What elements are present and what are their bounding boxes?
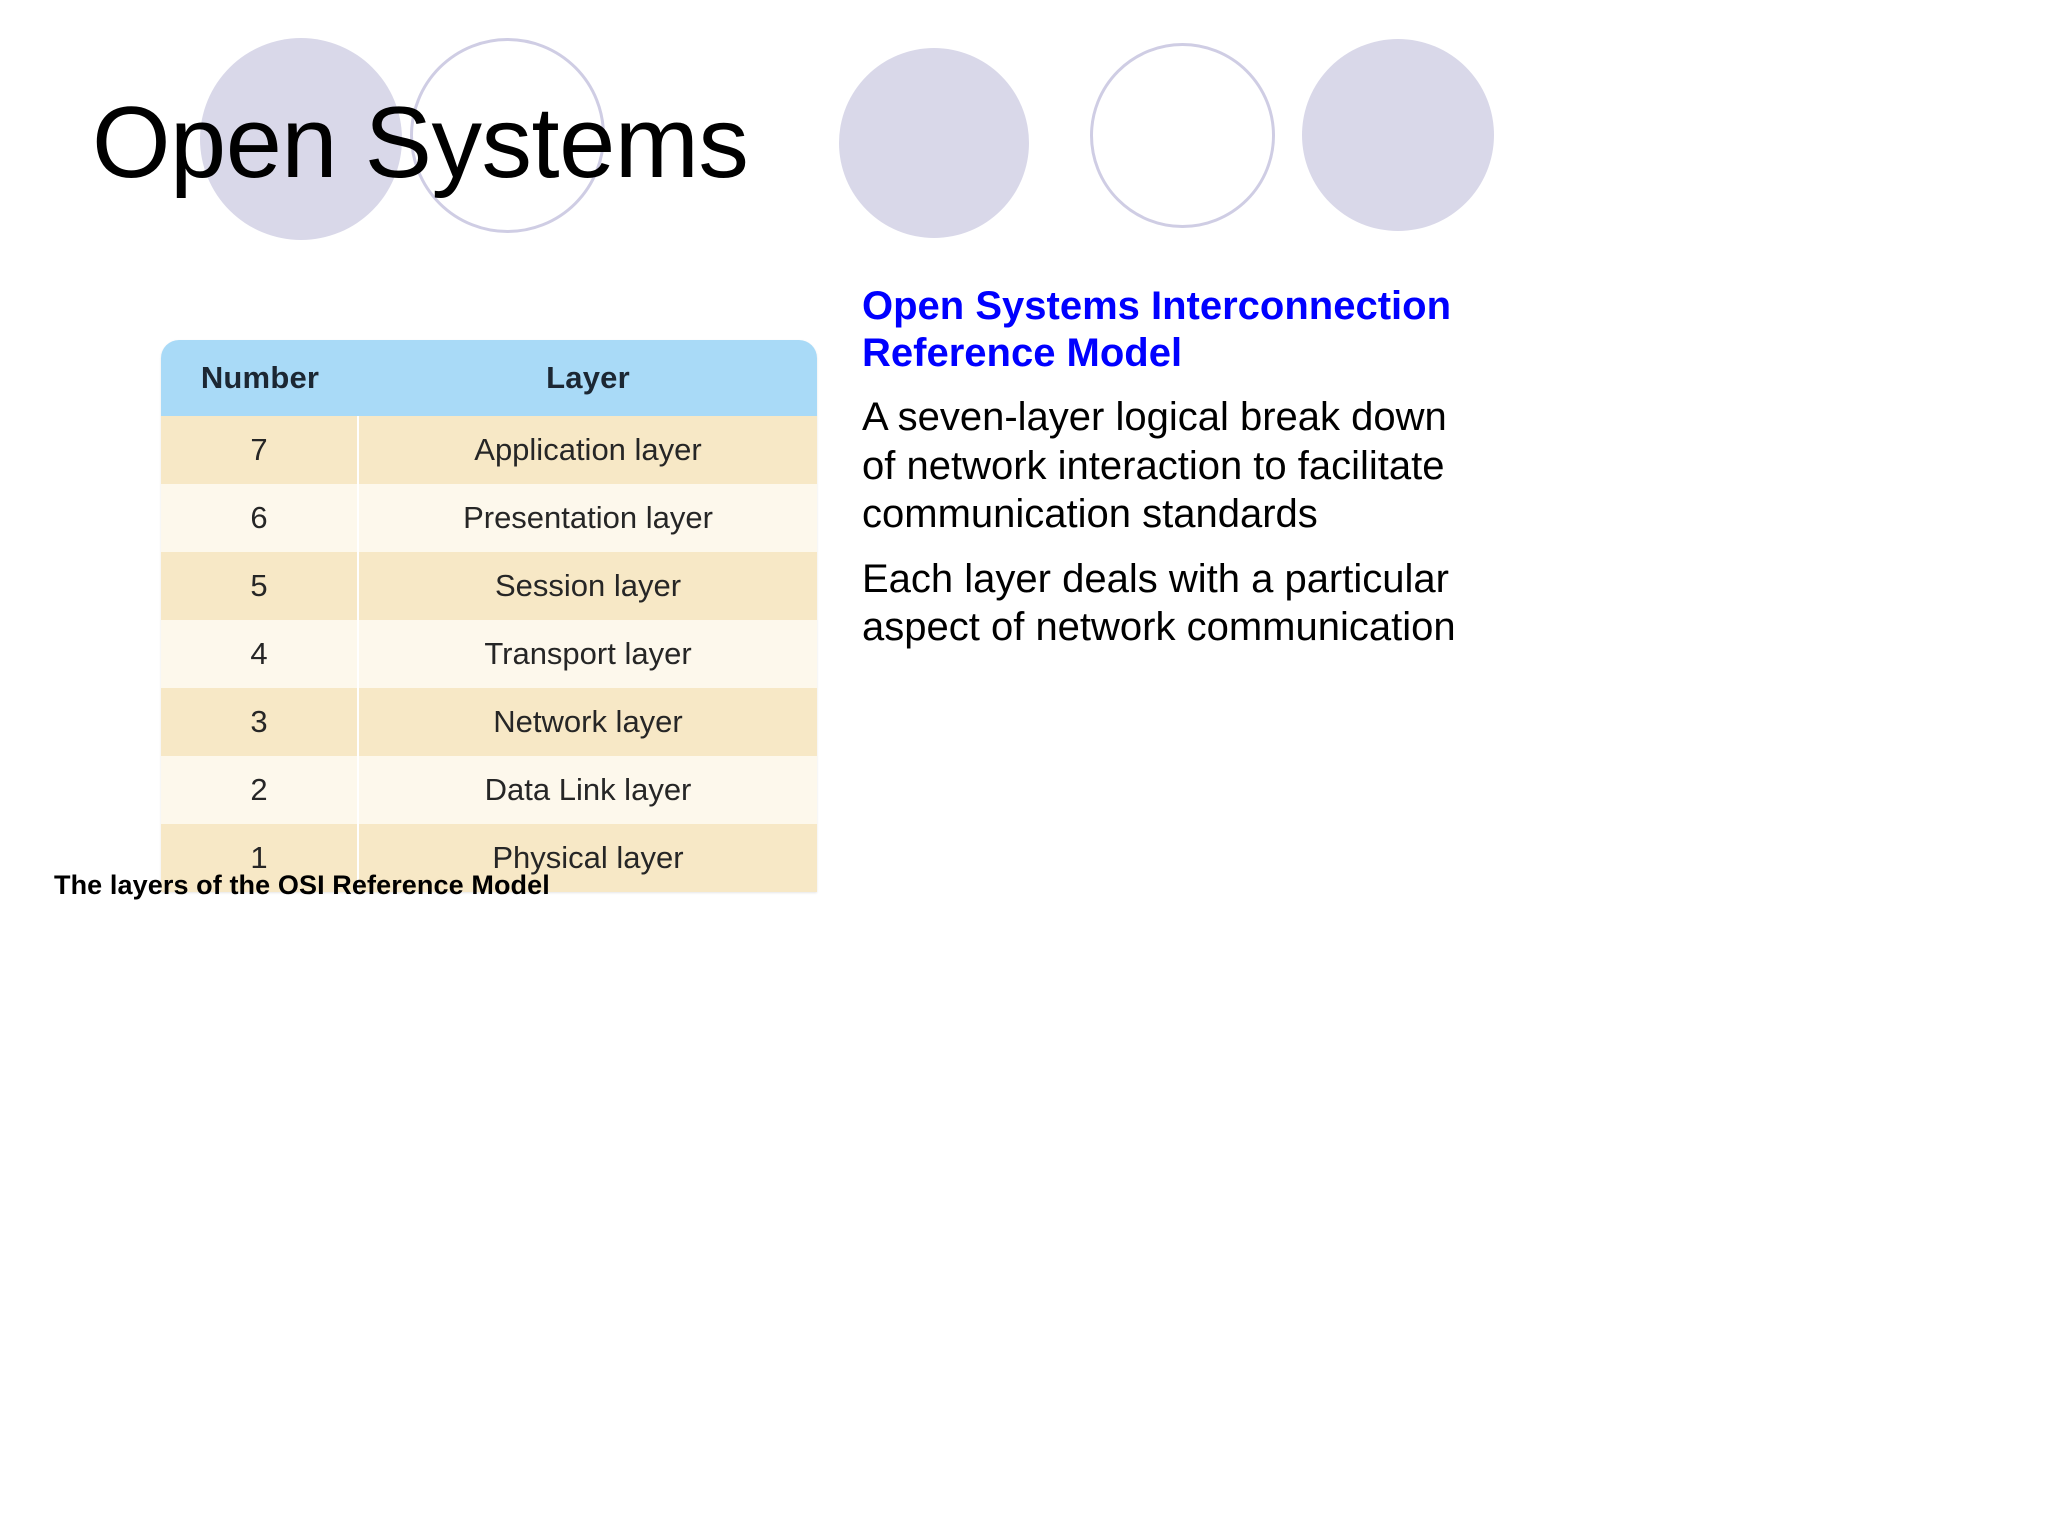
content-heading: Open Systems Interconnection Reference M…	[862, 284, 1452, 376]
cell-layer-name: Transport layer	[359, 620, 817, 688]
cell-layer-name: Network layer	[359, 688, 817, 756]
content-column: Open Systems Interconnection Reference M…	[862, 283, 1462, 651]
circle-outline-2-icon	[1090, 43, 1275, 228]
table-header-row: Number Layer	[161, 340, 817, 416]
circle-filled-3-icon	[1302, 39, 1494, 231]
cell-layer-name: Physical layer	[359, 824, 817, 892]
table-header: Number Layer	[161, 340, 817, 416]
cell-layer-number: 7	[161, 416, 359, 484]
page-title: Open Systems	[92, 87, 749, 199]
cell-layer-number: 3	[161, 688, 359, 756]
cell-layer-number: 6	[161, 484, 359, 552]
cell-layer-name: Session layer	[359, 552, 817, 620]
cell-layer-number: 4	[161, 620, 359, 688]
cell-layer-number: 5	[161, 552, 359, 620]
column-header-layer: Layer	[359, 340, 817, 416]
cell-layer-name: Presentation layer	[359, 484, 817, 552]
column-header-number: Number	[161, 340, 359, 416]
cell-layer-number: 1	[161, 824, 359, 892]
circle-filled-2-icon	[839, 48, 1029, 238]
content-paragraph-1: A seven-layer logical break down of netw…	[862, 395, 1447, 537]
cell-layer-name: Data Link layer	[359, 756, 817, 824]
cell-layer-number: 2	[161, 756, 359, 824]
content-paragraph-2: Each layer deals with a particular aspec…	[862, 556, 1456, 649]
cell-layer-name: Application layer	[359, 416, 817, 484]
table-caption: The layers of the OSI Reference Model	[54, 870, 550, 900]
